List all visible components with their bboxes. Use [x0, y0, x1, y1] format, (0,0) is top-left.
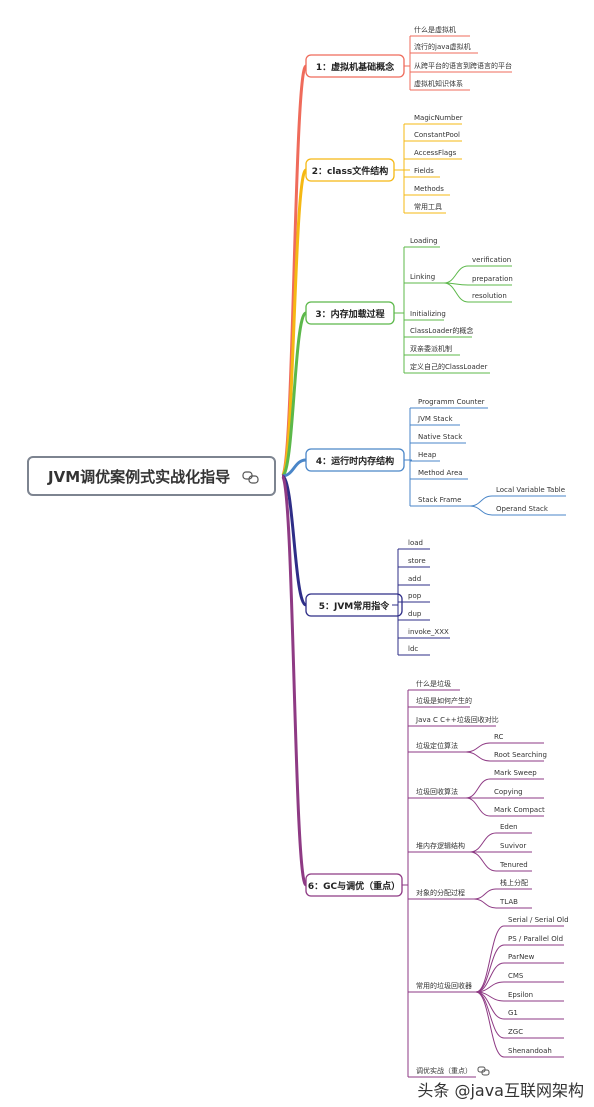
b6-leaf-label-1: 垃圾是如何产生的: [416, 696, 472, 705]
b6-alloc-label-0: 栈上分配: [500, 878, 528, 887]
root-node[interactable]: [27, 456, 276, 496]
b6-collectors-label-5: G1: [508, 1009, 518, 1017]
b2-leaf-label-4: Methods: [414, 185, 444, 193]
b6-alloc-link-1: [473, 898, 497, 909]
b3-linking-label-2: resolution: [472, 292, 507, 300]
branch-label-2: 2：class文件结构: [312, 165, 388, 177]
b2-leaf-label-3: Fields: [414, 167, 434, 175]
b6-locate-link-1: [465, 751, 491, 762]
b6-collectors-label-2: ParNew: [508, 953, 535, 961]
trunk-4: [281, 458, 307, 478]
b4-leaf-label-3: Heap: [418, 451, 437, 459]
b6-leaf-label-6: 对象的分配过程: [416, 888, 465, 897]
b6-leaf-label-5: 堆内存逻辑结构: [416, 841, 465, 850]
b6-alloc-label-1: TLAB: [499, 898, 518, 906]
b6-collect-link-2: [465, 797, 491, 817]
b6-collectors-label-0: Serial / Serial Old: [508, 916, 569, 924]
b4-leaf-label-5: Stack Frame: [418, 496, 461, 504]
b3-leaf-label-5: 定义自己的ClassLoader: [410, 362, 488, 371]
b3-leaf-label-3: ClassLoader的概念: [410, 326, 473, 335]
b4-leaf-label-2: Native Stack: [418, 433, 463, 441]
b6-heap-link-0: [469, 832, 497, 853]
b6-collectors-label-4: Epsilon: [508, 991, 533, 999]
b2-leaf-label-0: MagicNumber: [414, 114, 463, 122]
b6-collectors-link-2: [475, 962, 505, 993]
b2-leaf-label-2: AccessFlags: [414, 149, 457, 157]
b6-heap-link-2: [469, 851, 497, 872]
b6-alloc-link-0: [473, 888, 497, 900]
b4-leaf-label-0: Programm Counter: [418, 398, 485, 406]
b4-stackframe-label-1: Operand Stack: [496, 505, 549, 513]
b3-linking-link-2: [443, 282, 469, 303]
b6-leaf-label-8: 调优实战（重点）: [416, 1066, 472, 1075]
b6-collect-label-1: Copying: [494, 788, 523, 796]
b1-leaf-label-3: 虚拟机知识体系: [414, 79, 463, 88]
branch-node-5[interactable]: [305, 593, 403, 617]
trunk-1: [280, 64, 308, 478]
b1-leaf-label-0: 什么是虚拟机: [414, 25, 456, 34]
b6-collectors-link-6: [475, 991, 505, 1039]
b5-leaf-label-0: load: [408, 539, 423, 547]
b6-collectors-link-7: [475, 991, 505, 1058]
b6-collectors-label-6: ZGC: [508, 1028, 523, 1036]
b4-leaf-label-4: Method Area: [418, 469, 463, 477]
b6-locate-link-0: [465, 742, 491, 753]
b6-leaf-label-0: 什么是垃圾: [416, 679, 451, 688]
branch-label-4: 4：运行时内存结构: [316, 455, 394, 467]
b6-collectors-label-3: CMS: [508, 972, 524, 980]
b5-leaf-label-2: add: [408, 575, 421, 583]
b3-leaf-label-1: Linking: [410, 273, 435, 281]
tuning-link-icon-b: [481, 1069, 490, 1076]
b6-leaf-label-3: 垃圾定位算法: [416, 741, 458, 750]
b4-leaf-label-1: JVM Stack: [417, 415, 453, 423]
branch-label-6: 6：GC与调优（重点）: [308, 880, 400, 892]
watermark: 头条 @java互联网架构: [417, 1081, 584, 1100]
b1-leaf-label-2: 从跨平台的语言到跨语言的平台: [414, 61, 512, 70]
b4-stackframe-link-1: [469, 505, 493, 516]
b3-linking-label-0: verification: [472, 256, 511, 264]
b6-collect-label-0: Mark Sweep: [494, 769, 537, 777]
trunk-3: [280, 311, 308, 478]
b3-leaf-label-2: Initializing: [410, 310, 446, 318]
b3-linking-link-0: [443, 265, 469, 284]
tuning-link-icon[interactable]: [477, 1066, 486, 1073]
trunk-5: [280, 474, 308, 607]
b6-collectors-link-3: [475, 981, 505, 993]
b5-leaf-label-3: pop: [408, 592, 422, 600]
b6-locate-label-1: Root Searching: [494, 751, 547, 759]
trunk-6: [280, 474, 308, 887]
b1-leaf-label-1: 流行的java虚拟机: [414, 42, 471, 51]
b6-collectors-link-1: [475, 944, 505, 993]
b5-leaf-label-6: ldc: [408, 645, 418, 653]
b3-leaf-label-0: Loading: [410, 237, 438, 245]
b5-leaf-label-1: store: [408, 557, 426, 565]
b6-heap-label-2: Tenured: [499, 861, 528, 869]
b6-leaf-label-4: 垃圾回收算法: [416, 787, 458, 796]
b5-leaf-label-5: invoke_XXX: [408, 628, 449, 636]
b6-collect-label-2: Mark Compact: [494, 806, 545, 814]
b6-heap-label-0: Eden: [500, 823, 518, 831]
b2-leaf-label-5: 常用工具: [414, 202, 442, 211]
b4-stackframe-link-0: [469, 495, 493, 507]
b6-locate-label-0: RC: [494, 733, 504, 741]
root-title: JVM调优案例式实战化指导: [47, 468, 230, 486]
b4-stackframe-label-0: Local Variable Table: [496, 486, 565, 494]
branch-label-3: 3：内存加载过程: [315, 308, 384, 320]
b6-collectors-label-1: PS / Parallel Old: [508, 935, 563, 943]
b6-heap-label-1: Suvivor: [500, 842, 526, 850]
b2-leaf-label-1: ConstantPool: [414, 131, 460, 139]
b6-leaf-label-2: Java C C++垃圾回收对比: [415, 715, 499, 724]
b6-collect-link-0: [465, 778, 491, 799]
b5-leaf-label-4: dup: [408, 610, 422, 618]
link-icon-b: [248, 475, 259, 484]
branch-label-5: 5：JVM常用指令: [319, 600, 391, 612]
b6-collectors-label-7: Shenandoah: [508, 1047, 552, 1055]
b6-leaf-label-7: 常用的垃圾回收器: [416, 981, 472, 990]
branch-label-1: 1：虚拟机基础概念: [316, 61, 394, 73]
b3-linking-label-1: preparation: [472, 275, 513, 283]
b3-leaf-label-4: 双亲委派机制: [410, 344, 452, 353]
